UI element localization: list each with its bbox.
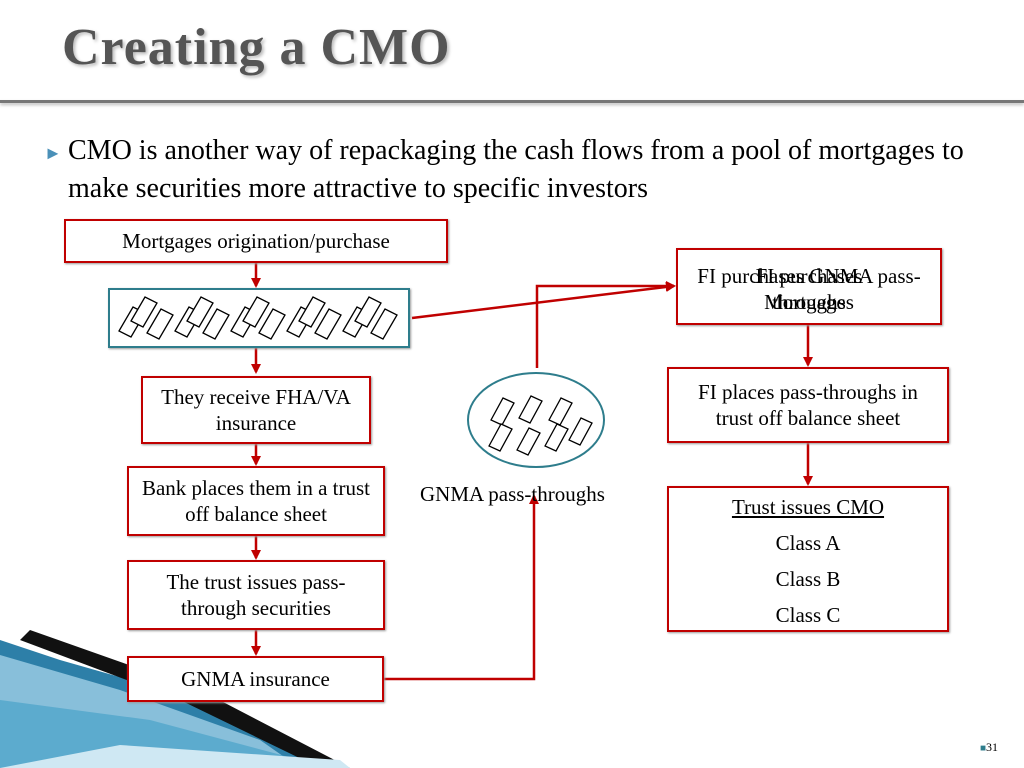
trust-issues-box: The trust issues pass-through securities	[127, 560, 385, 630]
arrow-pool-to-fi	[411, 282, 676, 320]
page-number: ■31	[980, 740, 998, 755]
bank-trust-label: Bank places them in a trust off balance …	[141, 476, 371, 526]
bullet-point: ► CMO is another way of repackaging the …	[44, 132, 994, 208]
gnma-passthroughs-label: GNMA pass-throughs	[420, 482, 605, 506]
bullet-text: CMO is another way of repackaging the ca…	[68, 135, 964, 204]
arrow-gnma-ins-to-passthroughs	[384, 494, 539, 681]
origination-box: Mortgages origination/purchase	[64, 219, 448, 263]
page-number-text: 31	[986, 740, 999, 754]
bank-trust-box: Bank places them in a trust off balance …	[127, 466, 385, 536]
fi-places-box: FI places pass-throughs in trust off bal…	[667, 367, 949, 443]
slide-title: Creating a CMO	[62, 19, 451, 76]
origination-label: Mortgages origination/purchase	[122, 229, 390, 253]
arrow-passthroughs-to-fi	[535, 281, 676, 368]
fha-insurance-label: They receive FHA/VA insurance	[161, 385, 351, 435]
trust-issues-label: The trust issues pass-through securities	[166, 570, 346, 620]
gnma-insurance-box: GNMA insurance	[127, 656, 384, 702]
gnma-passthroughs-ellipse	[467, 372, 605, 468]
mortgage-documents-icon	[118, 296, 398, 340]
page-marker-icon: ■	[980, 743, 987, 754]
passthrough-documents-icon	[488, 395, 593, 456]
cmo-box: Trust issues CMO Class A Class B Class C	[667, 486, 949, 632]
fi-places-label: FI places pass-throughs in trust off bal…	[698, 380, 918, 430]
bullet-arrow-icon: ►	[44, 143, 62, 163]
cmo-class-a: Class A	[775, 531, 841, 555]
fi-purchases-box: FI purchases GNMA pass-throughs FI purch…	[676, 248, 942, 325]
fha-insurance-box: They receive FHA/VA insurance	[141, 376, 371, 444]
fi-purchases-gnma-label: FI purchases GNMA pass-throughs	[697, 263, 921, 314]
cmo-title: Trust issues CMO	[731, 495, 885, 519]
title-divider	[0, 100, 1024, 103]
mortgage-pool-box	[108, 288, 410, 348]
cmo-class-c: Class C	[775, 603, 841, 627]
fi-purchases-mortgages-label: FI purchases Mortgages	[755, 263, 863, 314]
cmo-class-b: Class B	[775, 567, 841, 591]
gnma-insurance-label: GNMA insurance	[181, 667, 330, 691]
